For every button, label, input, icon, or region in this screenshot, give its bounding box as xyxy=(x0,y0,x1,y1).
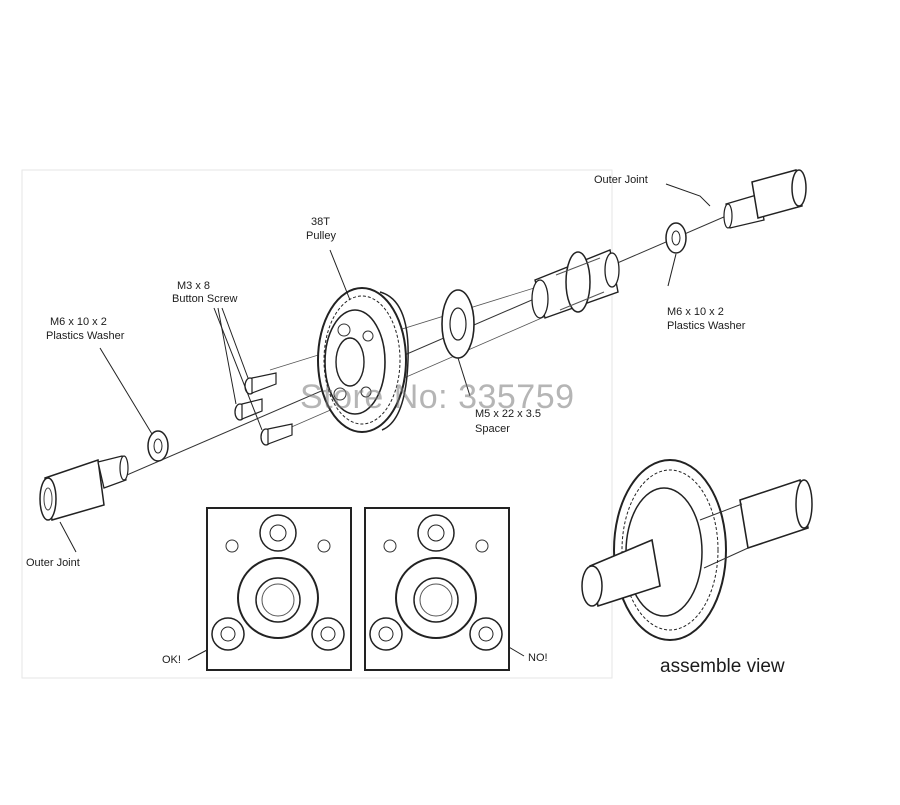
assembly-axis xyxy=(119,209,741,479)
label-outer-joint-right: Outer Joint xyxy=(594,174,648,186)
leader-lines xyxy=(59,183,711,661)
label-no: NO! xyxy=(528,652,548,664)
guide-line-bottom xyxy=(279,309,561,433)
assemble-view-illustration xyxy=(581,459,813,641)
label-ok: OK! xyxy=(162,654,181,666)
button-screws xyxy=(234,372,293,446)
label-spacer: Spacer xyxy=(475,423,510,435)
outer-joint-left xyxy=(39,455,129,521)
washer-left xyxy=(147,430,169,462)
label-washer-left-type: Plastics Washer xyxy=(46,330,125,342)
label-pulley-tooth-count: 38T xyxy=(311,216,330,228)
label-washer-right-size: M6 x 10 x 2 xyxy=(667,306,724,318)
label-spacer-size: M5 x 22 x 3.5 xyxy=(475,408,542,420)
label-screw-type: Button Screw xyxy=(172,293,238,305)
guide-line-top xyxy=(269,279,561,371)
washer-right xyxy=(665,222,687,254)
label-pulley: Pulley xyxy=(306,230,336,242)
label-screw-size: M3 x 8 xyxy=(177,280,211,292)
label-washer-right-type: Plastics Washer xyxy=(667,320,746,332)
store-watermark: Store No: 335759 xyxy=(300,378,575,416)
pulley-38t xyxy=(317,287,409,433)
hub-axle xyxy=(531,249,620,319)
label-outer-joint-left: Outer Joint xyxy=(26,557,80,569)
label-washer-left-size: M6 x 10 x 2 xyxy=(50,316,107,328)
detail-no xyxy=(364,507,510,671)
scan-border xyxy=(21,169,613,679)
spacer xyxy=(441,289,475,359)
detail-ok xyxy=(206,507,352,671)
label-assemble-view: assemble view xyxy=(660,656,785,677)
outer-joint-right xyxy=(723,169,807,229)
